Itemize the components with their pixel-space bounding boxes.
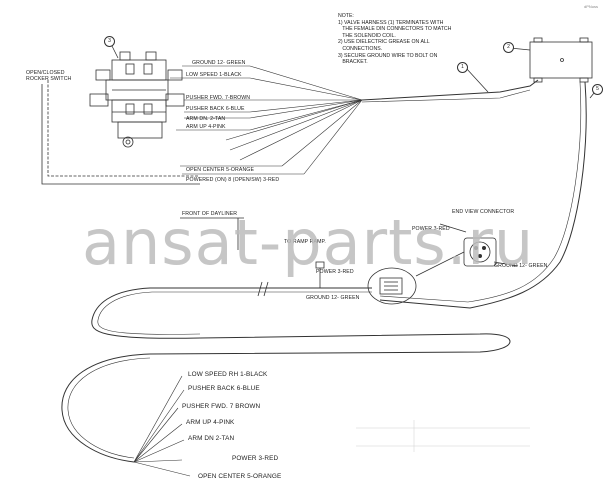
corner-reference: dPNuss [583, 4, 598, 9]
junction-box [529, 37, 593, 83]
switch-wire [47, 80, 198, 177]
upper-pusher-back-label: PUSHER BACK 6-BLUE [186, 106, 245, 112]
upper-power-label: POWERED (ON) 8 (OPEN/SW) 3-RED [186, 177, 280, 183]
upper-ground-label: GROUND 12- GREEN [192, 60, 246, 66]
upper-fan-wires [170, 65, 363, 175]
front-of-dayliner-label: FRONT OF DAYLINER [182, 211, 238, 217]
lower-power-label: POWER 3-RED [232, 455, 279, 462]
ramp-label: TO RAMP RAMP. [284, 239, 326, 245]
upper-arm-dn-label: ARM DN. 2-TAN [186, 116, 226, 122]
lower-open-center-label: OPEN CENTER 5-ORANGE [198, 473, 282, 480]
middle-cable [91, 287, 511, 355]
middle-power-label: POWER 3-RED [316, 269, 354, 275]
watermark: ansat-parts.ru [82, 206, 535, 279]
connector-title: END VIEW CONNECTOR [452, 209, 515, 215]
lower-low-speed-label: LOW SPEED RH 1-BLACK [188, 371, 268, 378]
upper-open-center-label: OPEN CENTER 5-ORANGE [186, 167, 255, 173]
rocker-switch-label: OPEN/CLOSED ROCKER SWITCH [26, 70, 72, 82]
connector-detail-bubble [367, 267, 417, 305]
upper-pusher-fwd-label: PUSHER FWD. 7-BROWN [186, 95, 251, 101]
upper-low-speed-label: LOW SPEED 1-BLACK [186, 72, 242, 78]
lower-fan-wires [133, 375, 191, 477]
valve-manifold [89, 51, 185, 148]
switch-wire-2 [41, 84, 200, 185]
callout-box: 2 [503, 42, 514, 53]
upper-arm-up-label: ARM UP 4-PINK [186, 124, 226, 130]
lower-arm-up-label: ARM UP 4-PINK [186, 419, 235, 426]
lower-loop-cable [61, 353, 151, 463]
harness-cable [379, 81, 587, 309]
callout-harness: 1 [457, 62, 468, 73]
notes-block: NOTE: 1) VALVE HARNESS (1) TERMINATES WI… [338, 13, 452, 66]
connector-ground-label: GROUND 12- GREEN [494, 263, 548, 269]
connector-power-label: POWER 3-RED [412, 226, 450, 232]
callout-cable: 5 [592, 84, 603, 95]
title-block [356, 420, 530, 452]
middle-ground-label: GROUND 12- GREEN [306, 295, 360, 301]
callout-valve: 3 [104, 36, 115, 47]
lower-pusher-back-label: PUSHER BACK 6-BLUE [188, 385, 260, 392]
lower-pusher-fwd-label: PUSHER FWD. 7 BROWN [182, 403, 261, 410]
main-harness [361, 79, 539, 101]
lower-arm-dn-label: ARM DN 2-TAN [188, 435, 235, 442]
